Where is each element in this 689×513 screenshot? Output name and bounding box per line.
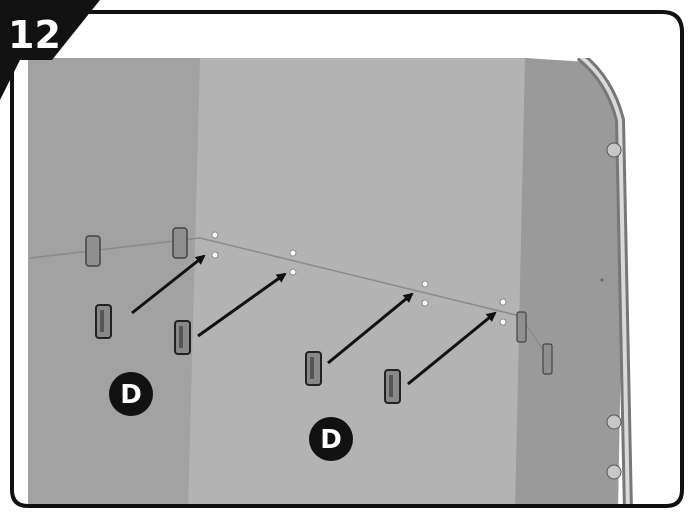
arrow (197, 272, 287, 338)
clip-installed (516, 311, 527, 343)
step-number: 12 (8, 13, 61, 57)
step-badge: 12 (0, 0, 100, 100)
arrow (131, 254, 206, 315)
clip-installed (85, 235, 101, 267)
part-label-d-left: D (109, 372, 153, 416)
back-panel (188, 58, 528, 506)
direction-arrows (131, 254, 497, 386)
panel-seam (29, 237, 546, 353)
part-label-text: D (320, 425, 342, 455)
rail-bolt (606, 142, 622, 158)
rail-bolt (606, 464, 622, 480)
clip-installed (542, 343, 553, 375)
grill-panels: D D (28, 52, 633, 506)
step-frame (10, 10, 684, 508)
part-d-clips (95, 304, 401, 404)
right-panel (515, 58, 625, 506)
part-label-circle (109, 372, 153, 416)
mounting-holes (211, 231, 507, 326)
part-label-text: D (120, 380, 142, 410)
rail-bolt (606, 414, 622, 430)
arrow (327, 292, 414, 365)
clip-installed (172, 227, 188, 259)
left-panel (28, 58, 205, 506)
part-label-circle (309, 417, 353, 461)
part-label-d-right: D (309, 417, 353, 461)
arrow (407, 311, 497, 386)
